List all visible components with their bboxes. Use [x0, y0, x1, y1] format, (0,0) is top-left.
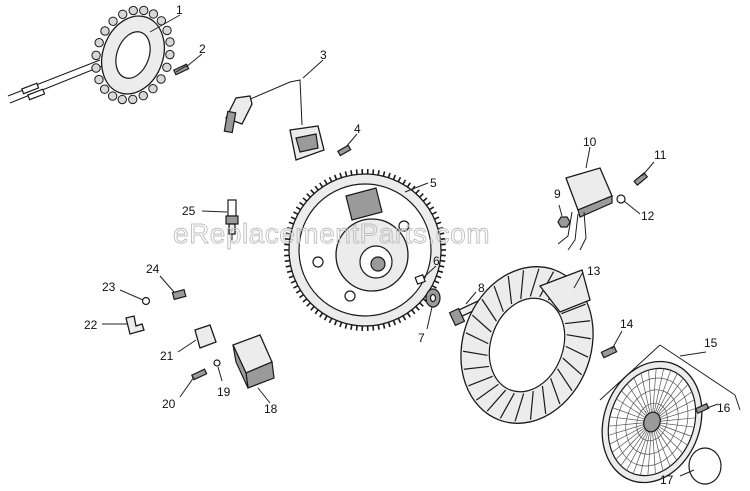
callout-8: 8 [465, 281, 485, 305]
callout-6: 6 [423, 254, 440, 278]
callout-15: 15 [679, 336, 718, 357]
callout-number: 11 [654, 148, 667, 162]
callout-number: 10 [583, 135, 597, 149]
callout-17: 17 [660, 469, 695, 487]
decal-part-17 [688, 447, 722, 485]
callout-2: 2 [185, 42, 206, 68]
callout-number: 5 [430, 176, 437, 190]
screw-part-16 [694, 402, 710, 415]
callout-1: 1 [149, 3, 183, 33]
rectifier-part-10 [557, 167, 613, 251]
callout-number: 9 [554, 187, 561, 201]
callout-number: 7 [418, 331, 425, 345]
callout-19: 19 [217, 366, 231, 399]
callout-10: 10 [583, 135, 597, 169]
callout-number: 13 [587, 264, 601, 278]
callout-22: 22 [84, 318, 127, 332]
clip-part-24 [171, 288, 187, 301]
callout-number: 25 [182, 204, 196, 218]
callout-number: 4 [354, 122, 361, 136]
screw-part-11 [633, 172, 649, 187]
callout-18: 18 [257, 387, 278, 416]
callout-number: 6 [433, 254, 440, 268]
callout-21: 21 [160, 339, 197, 363]
bracket-part-21 [194, 324, 217, 349]
callout-14: 14 [611, 317, 634, 350]
washer-part-7 [425, 288, 441, 308]
watermark-text: eReplacementParts.com [173, 218, 490, 249]
callout-number: 22 [84, 318, 98, 332]
flywheel-part-5 [284, 169, 446, 331]
callout-number: 23 [102, 280, 116, 294]
callout-number: 21 [160, 349, 174, 363]
washer-part-19 [213, 359, 221, 367]
washer-part-23 [141, 296, 151, 306]
fan-part-13 [460, 266, 594, 424]
callout-number: 12 [641, 209, 655, 223]
callout-number: 8 [478, 281, 485, 295]
callout-11: 11 [641, 148, 667, 177]
callout-number: 3 [320, 48, 327, 62]
callout-4: 4 [345, 122, 361, 148]
callout-number: 2 [199, 42, 206, 56]
callout-number: 14 [620, 317, 634, 331]
callout-5: 5 [404, 176, 437, 193]
callout-9: 9 [554, 187, 563, 217]
ground-bracket-part-22 [125, 315, 145, 335]
key-part-6 [414, 274, 426, 285]
stator-part-1 [7, 5, 175, 105]
nut-part-9 [557, 216, 571, 228]
callout-25: 25 [182, 204, 228, 218]
screw-part-14 [600, 345, 618, 359]
callout-7: 7 [418, 306, 433, 345]
callout-20: 20 [162, 376, 195, 411]
callout-13: 13 [573, 264, 601, 289]
spark-plug-part-25 [225, 199, 239, 240]
washer-part-12 [616, 194, 626, 204]
callout-number: 16 [717, 401, 731, 415]
callout-3: 3 [302, 48, 327, 79]
callout-number: 24 [146, 262, 160, 276]
callout-number: 15 [704, 336, 718, 350]
regulator-part-18 [232, 334, 275, 389]
screw-part-20 [191, 368, 208, 381]
callout-24: 24 [146, 262, 175, 293]
callout-number: 19 [217, 385, 231, 399]
screw-part-4 [336, 144, 352, 157]
callout-number: 17 [660, 473, 674, 487]
callout-12: 12 [623, 200, 655, 223]
callout-16: 16 [706, 401, 731, 415]
callout-number: 20 [162, 397, 176, 411]
ignition-module-part-3 [223, 79, 325, 161]
grass-screen-part-15 [599, 344, 741, 484]
screw-part-2 [173, 63, 190, 76]
callout-number: 18 [264, 402, 278, 416]
callout-23: 23 [102, 280, 144, 301]
callout-number: 1 [176, 3, 183, 17]
